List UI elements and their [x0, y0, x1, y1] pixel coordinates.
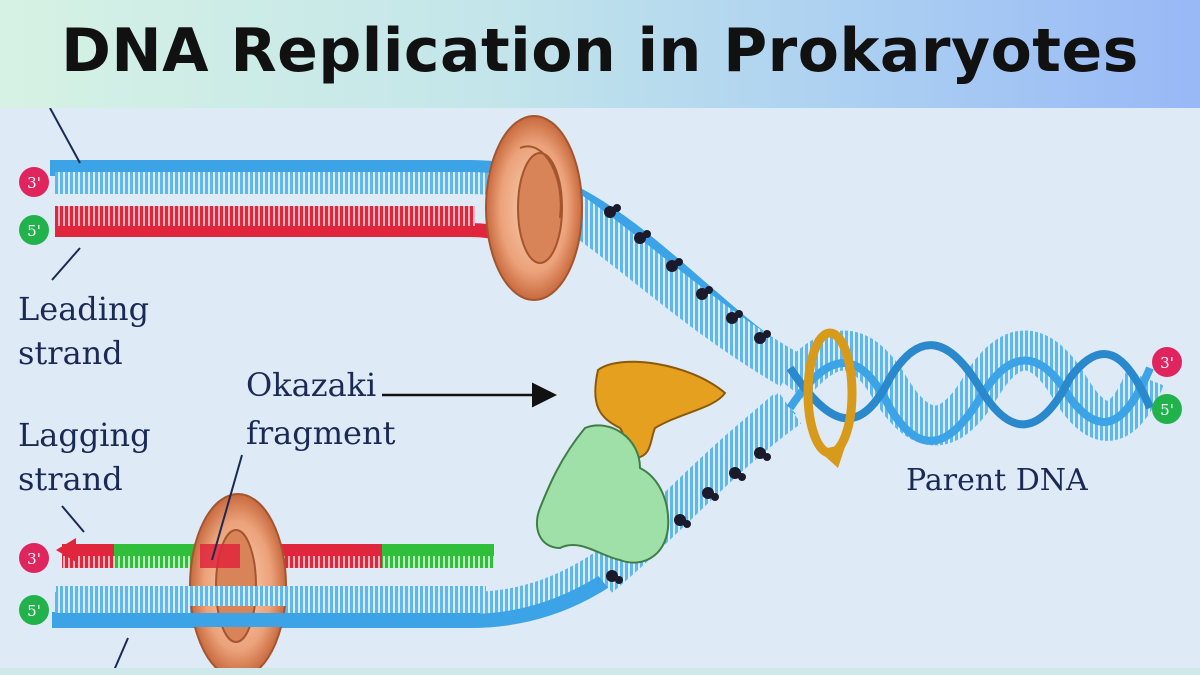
leading-strand-label-line2: strand [18, 334, 123, 372]
marker-text: 5' [1160, 401, 1174, 419]
leading-label-line [51, 247, 81, 281]
ssb-protein [634, 230, 651, 244]
lagging-arrow-left [56, 538, 76, 562]
okazaki-label-line2: fragment [246, 414, 396, 452]
marker-text: 3' [27, 174, 41, 192]
lagging-label-line [61, 505, 85, 533]
rna-primer-2 [382, 544, 494, 556]
bottom-left-3prime-marker: 3' [19, 543, 49, 573]
leading-strand-duplex [50, 160, 795, 378]
okazaki-label-line1: Okazaki [246, 366, 376, 404]
leading-polymerase-clamp [485, 115, 583, 301]
parent-dna-label: Parent DNA [906, 463, 1088, 498]
top-left-5prime-marker: 5' [19, 215, 49, 245]
right-5prime-marker: 5' [1152, 394, 1182, 424]
dna-replication-diagram: 3' 5' 3' 5' 3' 5' Leadin [0, 107, 1200, 675]
parent-dna-helix [774, 330, 1164, 446]
bottom-strip [0, 668, 1200, 675]
ssb-protein [696, 286, 713, 300]
title-banner: DNA Replication in Prokaryotes [0, 0, 1200, 108]
lagging-strand-label-line1: Lagging [18, 416, 151, 454]
helicase-rotation-arrow [803, 328, 857, 468]
helicase-protein [535, 424, 670, 564]
leading-pointer-line [49, 107, 81, 164]
marker-text: 5' [27, 222, 41, 240]
leading-strand-label-line1: Leading [18, 290, 149, 328]
lagging-polymerase-clamp [189, 493, 287, 675]
ssb-protein [674, 514, 691, 528]
ssb-protein [666, 258, 683, 272]
page-title: DNA Replication in Prokaryotes [61, 16, 1139, 86]
lagging-strand-label-line2: strand [18, 460, 123, 498]
parent-strand-b [786, 341, 1154, 429]
upper-fork-strand [549, 187, 800, 387]
okazaki-pointer-line [211, 454, 243, 561]
ssb-protein [606, 570, 623, 584]
top-left-3prime-marker: 3' [19, 167, 49, 197]
ssb-protein [604, 204, 621, 218]
ssb-protein [702, 487, 719, 501]
parent-strand-a [786, 356, 1154, 445]
right-3prime-marker: 3' [1152, 347, 1182, 377]
bottom-left-5prime-marker: 5' [19, 595, 49, 625]
diagram-svg: 3' 5' 3' 5' 3' 5' Leadin [18, 107, 1182, 675]
leading-new-strand [55, 223, 550, 262]
ssb-protein [754, 330, 771, 344]
marker-text: 3' [27, 550, 41, 568]
marker-text: 5' [27, 602, 41, 620]
ssb-protein [726, 310, 743, 324]
ssb-protein [754, 447, 771, 461]
ssb-protein [729, 467, 746, 481]
marker-text: 3' [1160, 354, 1174, 372]
primase-protein [594, 360, 727, 460]
ssb-proteins [604, 204, 771, 584]
rna-primer-1 [114, 544, 196, 556]
